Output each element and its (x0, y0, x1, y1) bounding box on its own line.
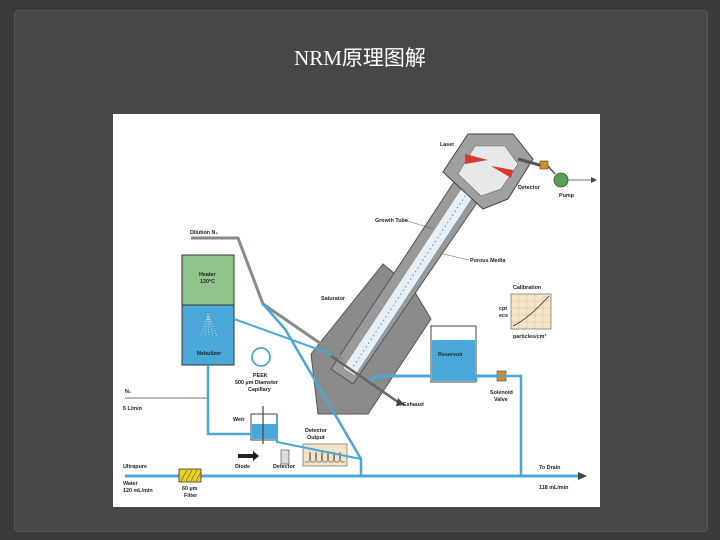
filter-hatch (180, 469, 202, 482)
drain-flow-label: 118 mL/min (539, 485, 568, 491)
water-label: Water (123, 481, 139, 487)
peek-label-2: 500 µm Diameter (235, 380, 279, 386)
calibration-x-label: particles/cm³ (513, 334, 546, 340)
peek-capillary-coil (251, 347, 271, 367)
pump-outlet-arrow (591, 177, 597, 183)
reservoir-drain-pipe (474, 374, 523, 476)
solenoid-label-1: Solenoid (490, 390, 513, 396)
slide-title: NRM原理图解 (294, 46, 426, 70)
growth-tube-label: Growth Tube (375, 218, 408, 224)
heater-label-1: Heater (199, 272, 217, 278)
nrm-schematic: Laser Detector Pump Growth Tube Porous M… (113, 114, 600, 507)
filter-label-1: 60 µm (182, 486, 198, 492)
calibration-curve (512, 295, 550, 327)
reservoir-water (432, 340, 475, 381)
filter-icon (178, 468, 202, 483)
weir-drain-pipe (206, 414, 251, 436)
peek-label-1: PEEK (253, 373, 268, 379)
nebulizer-spray (200, 313, 218, 337)
filter-label-2: Filter (184, 493, 198, 499)
detector-output-label-1: Detector (305, 428, 328, 434)
calibration-y-label-2: ecs (499, 313, 508, 319)
ultrapure-label: Ultrapure (123, 464, 147, 470)
exit-fitting (539, 160, 549, 170)
porous-media-line (356, 197, 476, 375)
diode-label: Diode (235, 464, 250, 470)
porous-media-label: Porous Media (470, 258, 506, 264)
nebulizer-label: Nebulizer (197, 351, 222, 357)
dilution-label: Dilution N₂ (190, 230, 218, 236)
exhaust-label: Exhaust (403, 402, 424, 408)
n2-label: N₂ (125, 389, 132, 395)
detector-top-label: Detector (518, 185, 541, 191)
laser-beam-red-2 (491, 166, 513, 178)
solenoid-label-2: Valve (494, 397, 508, 403)
exhaust-pipe (330, 354, 399, 404)
calibration-y-label-1: cpt (499, 306, 507, 312)
laser-beam-red-1 (465, 154, 488, 164)
dilution-line (191, 236, 344, 361)
detector-output-trace (305, 451, 345, 463)
to-drain-label: To Drain (539, 465, 560, 471)
heater-label-2: 120°C (200, 279, 215, 285)
saturator-label: Saturator (321, 296, 346, 302)
saturator-drain-pipe (262, 303, 363, 476)
detector-bottom-label: Detector (273, 464, 296, 470)
peek-label-3: Capillary (248, 387, 271, 393)
calibration-label: Calibration (513, 285, 541, 291)
pump-label: Pump (559, 193, 575, 199)
n2-flow-label: 5 L/min (123, 406, 142, 412)
laser-label: Laser (440, 142, 455, 148)
exit-tube (517, 157, 544, 168)
reservoir-label: Reservoir (438, 352, 464, 358)
weir-label: Weir (233, 417, 245, 423)
detector-output-label-2: Output (307, 435, 325, 441)
water-flow-label: 120 mL/min (123, 488, 153, 494)
pump-icon (553, 172, 569, 188)
reservoir-to-saturator-pipe (367, 374, 431, 384)
